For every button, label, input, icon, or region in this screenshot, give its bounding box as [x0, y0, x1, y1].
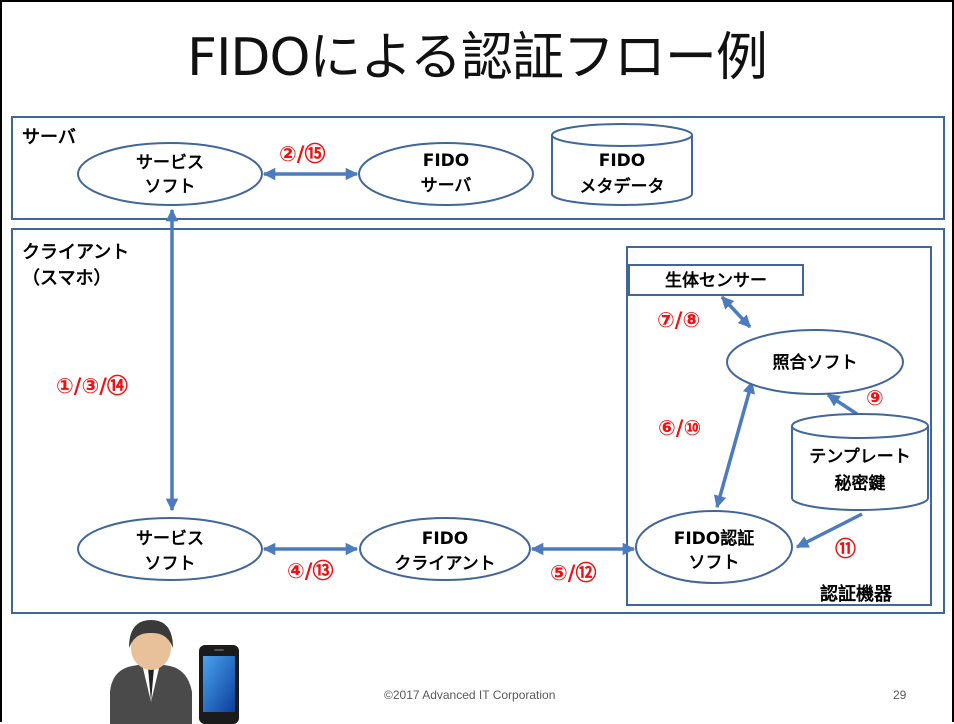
client-region [11, 228, 945, 614]
step-label-5-12: ⑤/⑫ [550, 561, 597, 585]
fido-server-node [358, 142, 534, 206]
fido-auth-software-node [635, 510, 793, 584]
copyright-footer: ©2017 Advanced IT Corporation [384, 688, 556, 702]
fido-server-line2: サーバ [421, 176, 472, 196]
step-label-4-13: ④/⑬ [287, 559, 334, 583]
matching-software-label: 照合ソフト [773, 352, 858, 373]
client-service-software-node [77, 517, 263, 581]
authenticator-region-label: 認証機器 [820, 584, 892, 605]
server-service-software-node [77, 142, 263, 206]
client-service-line2: ソフト [145, 554, 196, 574]
server-region [11, 116, 945, 220]
server-service-line1: サービス [136, 153, 204, 173]
arrow-sensor-matching [720, 295, 752, 329]
user-avatar-icon [110, 620, 192, 724]
server-service-line2: ソフト [145, 177, 196, 197]
step-label-2-15: ②/⑮ [279, 142, 326, 166]
fido-client-line2: クライアント [394, 554, 495, 574]
matching-software-node [726, 329, 904, 395]
page-number: 29 [893, 688, 907, 702]
fido-metadata-line2: メタデータ [580, 176, 665, 197]
biometric-sensor-node [628, 264, 804, 296]
template-key-cylinder [791, 413, 929, 511]
step-label-7-8: ⑦/⑧ [657, 308, 701, 332]
arrow-template-to-auth-soft [795, 512, 863, 549]
template-key-line1: テンプレート [809, 446, 911, 467]
fido-metadata-cylinder [551, 123, 693, 206]
fido-client-line1: FIDO [422, 529, 469, 549]
smartphone-icon [199, 645, 239, 724]
client-region-label-line1: クライアント [22, 242, 130, 263]
server-region-label: サーバ [22, 127, 76, 148]
fido-server-line1: FIDO [423, 151, 470, 171]
fido-auth-software-line1: FIDO認証 [674, 528, 755, 549]
fido-auth-software-line2: ソフト [689, 553, 740, 573]
step-label-6-10: ⑥/⑩ [658, 416, 702, 440]
step-label-11: ⑪ [835, 537, 856, 561]
client-service-line1: サービス [136, 529, 204, 549]
authenticator-region [626, 246, 932, 606]
client-region-label-line2: （スマホ） [22, 268, 112, 289]
step-label-1-3-14: ①/③/⑭ [56, 374, 128, 398]
step-label-9: ⑨ [866, 386, 884, 410]
arrow-matching-auth-soft [713, 380, 756, 509]
biometric-sensor-label: 生体センサー [665, 270, 767, 291]
fido-client-node [359, 517, 531, 581]
template-key-line2: 秘密鍵 [835, 473, 886, 494]
arrow-template-to-matching [826, 393, 858, 416]
fido-metadata-line1: FIDO [599, 151, 646, 171]
slide-title: FIDOによる認証フロー例 [187, 28, 768, 88]
